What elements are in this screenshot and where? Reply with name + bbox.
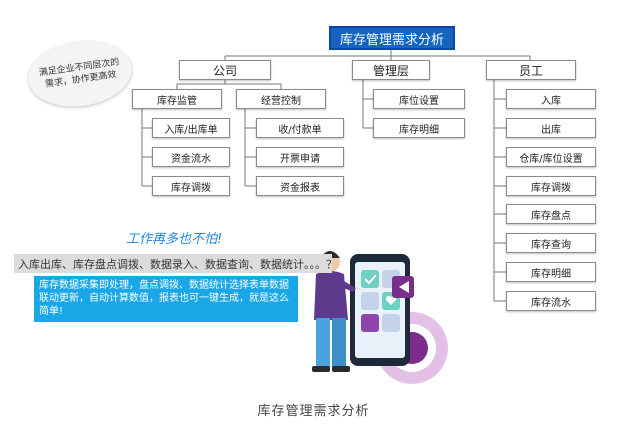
description-box: 库存数据采集即处理，盘点调拨、数据统计选择表单数据联动更新，自动计算数值，报表也… xyxy=(34,276,298,322)
node-employee-item: 库存盘点 xyxy=(506,204,596,224)
node-employee-item: 库存调拨 xyxy=(506,176,596,196)
features-bar: 入库出库、库存盘点调拨、数据录入、数据查询、数据统计。。。？ xyxy=(14,254,332,273)
node-employee-item: 出库 xyxy=(506,118,596,138)
node-management-item: 库位设置 xyxy=(373,89,465,109)
node-inventory-item: 资金流水 xyxy=(152,147,230,167)
diagram-title: 库存管理需求分析 xyxy=(329,26,455,50)
check-tile-icon xyxy=(361,270,379,288)
node-inventory-monitor: 库存监管 xyxy=(132,89,222,109)
bubble-text: 满足企业不同层次的需求，协作更高效 xyxy=(38,57,120,90)
blank-tile-icon xyxy=(361,292,379,310)
node-employee-item: 库存查询 xyxy=(506,233,596,253)
node-employee-item: 入库 xyxy=(506,89,596,109)
node-inventory-item: 入库/出库单 xyxy=(152,118,230,138)
person-torso xyxy=(314,271,348,320)
person-leg xyxy=(332,318,346,368)
node-operation-item: 资金报表 xyxy=(256,176,344,196)
slogan-text: 工作再多也不怕! xyxy=(126,232,223,247)
node-employee-item: 库存明细 xyxy=(506,262,596,282)
person-leg xyxy=(316,318,330,368)
blank-tile-icon xyxy=(382,314,400,332)
node-operation-item: 收/付款单 xyxy=(256,118,344,138)
arrow-tile-icon xyxy=(361,314,379,332)
node-operation-control: 经营控制 xyxy=(236,89,326,109)
node-inventory-item: 库存调拨 xyxy=(152,176,230,196)
phone-illustration xyxy=(312,251,448,384)
node-employee-item: 仓库/库位设置 xyxy=(506,147,596,167)
category-employee: 员工 xyxy=(486,60,576,80)
category-company: 公司 xyxy=(179,60,271,80)
category-management: 管理层 xyxy=(352,60,430,80)
image-caption: 库存管理需求分析 xyxy=(257,404,370,419)
node-operation-item: 开票申请 xyxy=(256,147,344,167)
node-management-item: 库存明细 xyxy=(373,118,465,138)
node-employee-item: 库存流水 xyxy=(506,291,596,311)
